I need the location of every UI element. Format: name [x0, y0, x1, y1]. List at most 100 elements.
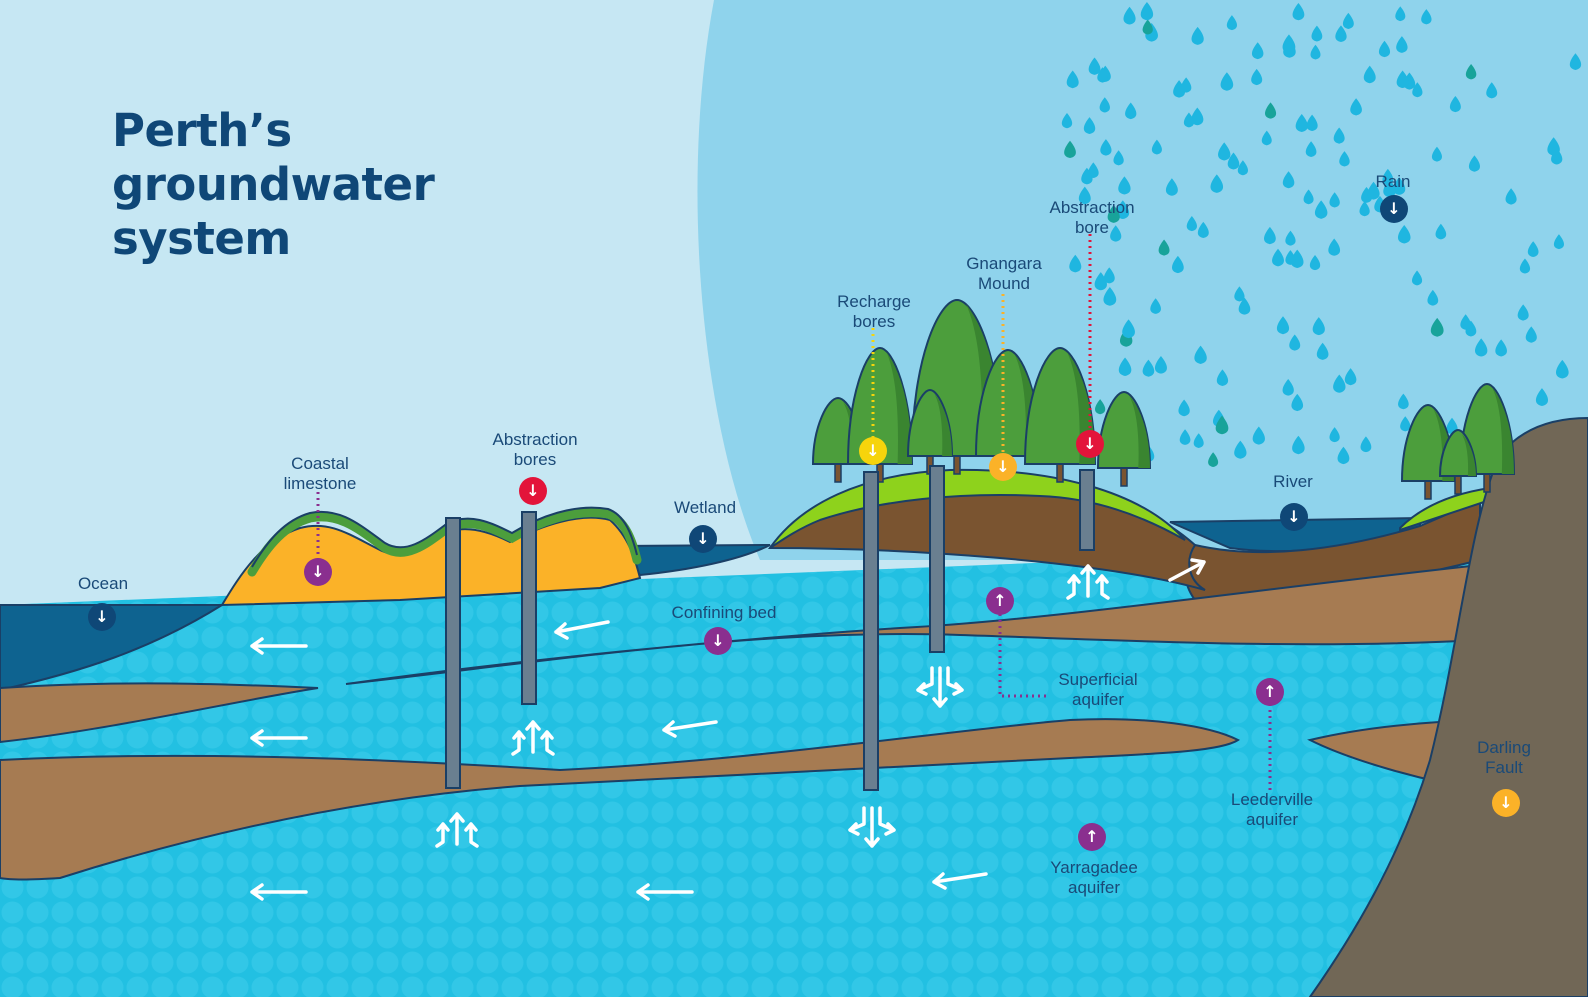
rain-drop [1360, 436, 1372, 453]
rain-drop [1289, 334, 1301, 351]
label-line: Fault [1485, 758, 1523, 777]
label-line: Darling [1477, 738, 1531, 757]
rain-drop [1527, 241, 1539, 258]
rain-drop [1276, 316, 1290, 335]
marker-leederville-aquifer-icon: ↑ [1256, 678, 1284, 706]
recharge-bore-2 [929, 465, 945, 653]
coastal-vegetation-band [247, 508, 642, 577]
label-coastal-limestone: Coastal limestone [284, 454, 357, 494]
rain-drop [1400, 416, 1411, 432]
rain-drop [1312, 317, 1325, 336]
rain-drop [1427, 289, 1439, 306]
rain-drop [1107, 204, 1120, 223]
rain-drop [1116, 200, 1130, 220]
ocean-water [0, 604, 226, 692]
rain-drop [1210, 174, 1224, 193]
rain-drop [1215, 415, 1229, 435]
rain-drop [1094, 272, 1107, 291]
rain-drop [1435, 223, 1447, 240]
rain-drop [1519, 258, 1531, 274]
upflow-icon [1066, 564, 1110, 600]
rain-drop [1303, 189, 1314, 205]
title-line-1: Perth’s [112, 104, 292, 157]
rain-drop [1103, 267, 1115, 284]
label-ocean: Ocean [77, 574, 129, 593]
tree-shade [1129, 396, 1150, 468]
marker-confining-bed-icon: ↓ [704, 627, 732, 655]
rain-drop [1165, 178, 1178, 196]
rain-drop [1517, 304, 1529, 321]
rain-drop [1272, 248, 1284, 267]
upflow-icon [511, 720, 555, 756]
clay-layer-middle [0, 718, 1240, 881]
marker-recharge-bores-icon: ↓ [859, 437, 887, 465]
flow-arrow [636, 883, 694, 901]
rain-drop [1333, 374, 1346, 393]
rain-drop [1100, 139, 1112, 156]
label-rain: Rain [1375, 172, 1411, 191]
flow-arrow [1168, 558, 1206, 582]
rain-drop [1282, 171, 1295, 189]
wetland-water [618, 544, 771, 577]
rain-drop [1191, 26, 1204, 45]
label-line: Abstraction [492, 430, 578, 449]
marker-wetland-icon: ↓ [689, 525, 717, 553]
rain-drop [1216, 369, 1229, 386]
rain-drop [1398, 393, 1409, 410]
rain-drop [1183, 112, 1194, 128]
rain-drop [1309, 254, 1321, 271]
label-darling-fault: Darling Fault [1477, 738, 1531, 778]
label-line: aquifer [1072, 690, 1124, 709]
rain-drop [1569, 53, 1582, 70]
rain-drop [1282, 379, 1294, 396]
flow-arrow [250, 637, 308, 655]
recharge-bore-1 [863, 471, 879, 791]
rain-drop [1251, 68, 1263, 86]
rain-drop [1218, 142, 1231, 161]
rain-drop [1227, 152, 1240, 170]
rain-drop [1306, 114, 1318, 132]
rain-drop [1486, 82, 1498, 99]
rain-drop [1122, 319, 1135, 339]
rain-drop [1064, 140, 1076, 158]
rain-drop [1186, 216, 1197, 232]
rain-drop [1383, 179, 1396, 198]
rain-drop [1525, 326, 1537, 343]
label-wetland: Wetland [673, 498, 737, 517]
rain-drop [1142, 19, 1153, 35]
rain-drop [1191, 107, 1204, 126]
label-confining-bed: Confining bed [671, 603, 777, 622]
label-line: Superficial [1058, 670, 1138, 689]
rain-drop [1555, 359, 1569, 379]
rain-drop [1468, 155, 1480, 172]
rain-drop [1460, 314, 1471, 330]
label-line: Mound [978, 274, 1030, 293]
rain-drop [1066, 70, 1079, 89]
rain-drop [1535, 388, 1549, 406]
rain-drop [1292, 435, 1305, 455]
leader-lines [316, 234, 1272, 790]
rain-drop [1140, 2, 1154, 21]
rain-drop [1285, 250, 1296, 265]
rain-drop [1397, 225, 1411, 244]
marker-coastal-limestone-icon: ↓ [304, 558, 332, 586]
rain-drop [1378, 40, 1391, 58]
marker-ocean-icon: ↓ [88, 603, 116, 631]
rain-drop [1333, 127, 1345, 144]
flow-arrow [250, 729, 308, 747]
rain-drop [1197, 221, 1209, 238]
rain-drop [1290, 249, 1304, 269]
rain-drop [1118, 357, 1132, 376]
rain-drop [1061, 112, 1073, 129]
label-superficial-aquifer: Superficial aquifer [1058, 670, 1137, 710]
flow-arrows [250, 558, 1206, 901]
label-leederville-aquifer: Leederville aquifer [1231, 790, 1313, 830]
label-line: Coastal [291, 454, 349, 473]
rain-drop [1547, 137, 1560, 156]
label-line: Recharge [837, 292, 911, 311]
rain-drop [1553, 234, 1564, 250]
vertical-flow-glyphs [435, 564, 1110, 848]
rain-drop [1292, 2, 1305, 21]
rain-drop [1180, 77, 1192, 93]
